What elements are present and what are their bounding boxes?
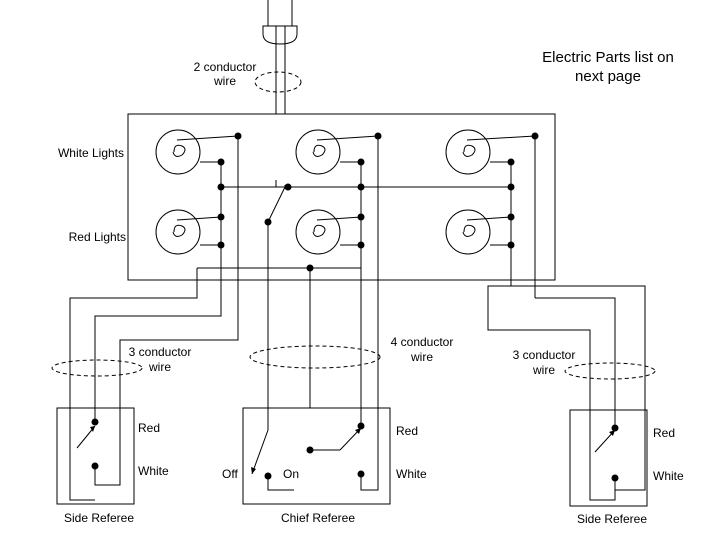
cable-3-conductor-right (564, 362, 656, 380)
switch-box-chief (242, 407, 391, 505)
junction-dots (217, 132, 539, 272)
side-right-red-label: Red (653, 426, 675, 440)
cable-right-label-line1: 3 conductor (513, 348, 576, 362)
red-light-right (445, 209, 512, 255)
cable-center-label-line2: wire (410, 350, 433, 364)
parts-note-line2: next page (575, 68, 641, 85)
white-lights-label: White Lights (58, 146, 124, 160)
cable-top-label-line2: wire (213, 74, 236, 88)
chief-off-label: Off (222, 467, 238, 481)
side-right-name: Side Referee (577, 512, 647, 526)
red-light-center (295, 209, 362, 255)
cable-left-label-line2: wire (148, 360, 171, 374)
panel-wiring (197, 136, 536, 450)
cable-2-conductor (254, 71, 302, 93)
white-light-right (445, 129, 536, 175)
cable-left-label-line1: 3 conductor (129, 345, 192, 359)
red-lights-label: Red Lights (69, 230, 126, 244)
chief-white-label: White (396, 467, 427, 481)
side-left-name: Side Referee (64, 511, 134, 525)
switch-box-side-left (56, 407, 135, 505)
red-light-left (155, 209, 222, 255)
white-light-center (295, 129, 379, 175)
chief-red-label: Red (396, 424, 418, 438)
side-left-red-label: Red (138, 421, 160, 435)
chief-on-label: On (283, 467, 299, 481)
switch-box-side-right (569, 409, 648, 507)
cable-3-conductor-left (51, 359, 143, 377)
side-right-white-label: White (653, 469, 684, 483)
cable-4-conductor (249, 345, 381, 369)
cable-right-label-line2: wire (532, 363, 555, 377)
side-left-white-label: White (138, 464, 169, 478)
light-panel (127, 113, 556, 281)
cable-top-label-line1: 2 conductor (194, 60, 257, 74)
parts-note-line1: Electric Parts list on (542, 49, 674, 66)
cable-center-label-line1: 4 conductor (391, 335, 454, 349)
chief-name: Chief Referee (281, 511, 355, 525)
white-light-left (155, 129, 239, 175)
